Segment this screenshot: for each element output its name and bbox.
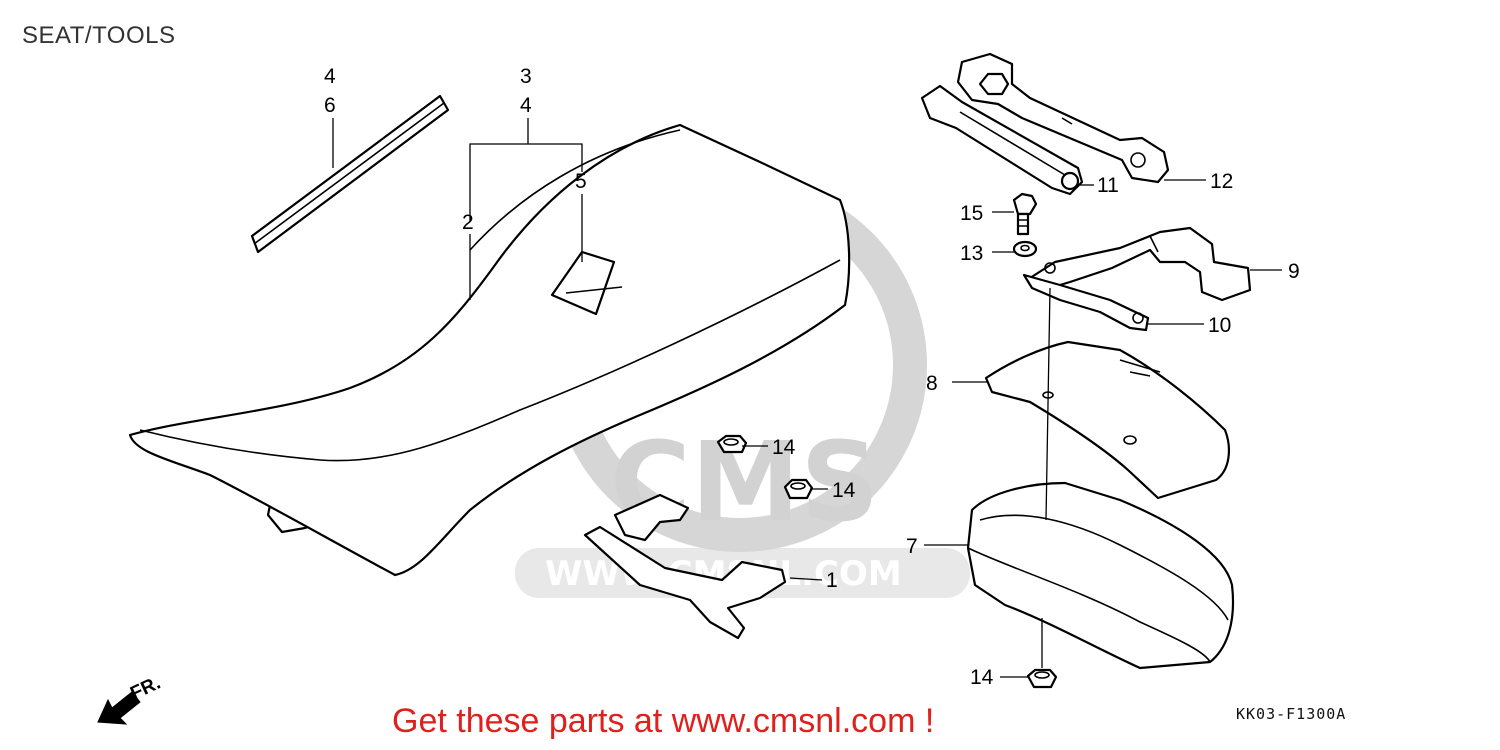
leader-lines — [332, 118, 1282, 678]
front-direction-indicator: FR. — [97, 673, 164, 725]
tool-tray-lid[interactable] — [984, 340, 1231, 500]
tool-holder-band[interactable] — [1028, 226, 1252, 302]
callout-5: 5 — [575, 170, 587, 193]
callout-4-strip: 4 — [324, 65, 336, 88]
flange-nut-c[interactable] — [1026, 668, 1058, 689]
callout-10: 10 — [1208, 314, 1231, 337]
callout-6: 6 — [324, 94, 336, 117]
callout-13: 13 — [960, 242, 983, 265]
callout-9: 9 — [1288, 260, 1300, 283]
callout-1: 1 — [826, 569, 838, 592]
callout-labels: 4 6 3 4 5 2 1 14 14 14 11 12 15 13 9 10 … — [324, 65, 1300, 689]
flange-nut-b[interactable] — [783, 478, 814, 500]
callout-12: 12 — [1210, 170, 1233, 193]
seat-assembly[interactable] — [128, 123, 851, 577]
seat-bracket[interactable] — [583, 493, 787, 640]
washer[interactable] — [1012, 240, 1038, 258]
flange-bolt[interactable] — [1012, 192, 1038, 236]
page-title: SEAT/TOOLS — [22, 22, 176, 49]
seat-trim-strip[interactable] — [250, 94, 450, 254]
callout-14-b: 14 — [832, 479, 856, 502]
footer-parts-link[interactable]: Get these parts at www.cmsnl.com ! — [392, 702, 935, 740]
callout-3: 3 — [520, 65, 532, 88]
callout-14-c: 14 — [970, 666, 994, 689]
spanner-wrench[interactable] — [956, 52, 1170, 184]
callout-8: 8 — [926, 372, 938, 395]
flange-nut-a[interactable] — [716, 434, 748, 454]
callout-4-seat: 4 — [520, 94, 532, 117]
tool-bracket[interactable] — [1022, 262, 1150, 332]
tool-tray[interactable] — [966, 481, 1235, 670]
callout-14-a: 14 — [772, 436, 796, 459]
callout-15: 15 — [960, 202, 983, 225]
callout-7: 7 — [906, 535, 918, 558]
callout-11: 11 — [1097, 174, 1119, 197]
diagram-code: KK03-F1300A — [1236, 705, 1347, 723]
front-arrow-icon — [97, 691, 141, 725]
tool-extension-bar[interactable] — [920, 84, 1084, 196]
callout-2: 2 — [462, 211, 474, 234]
